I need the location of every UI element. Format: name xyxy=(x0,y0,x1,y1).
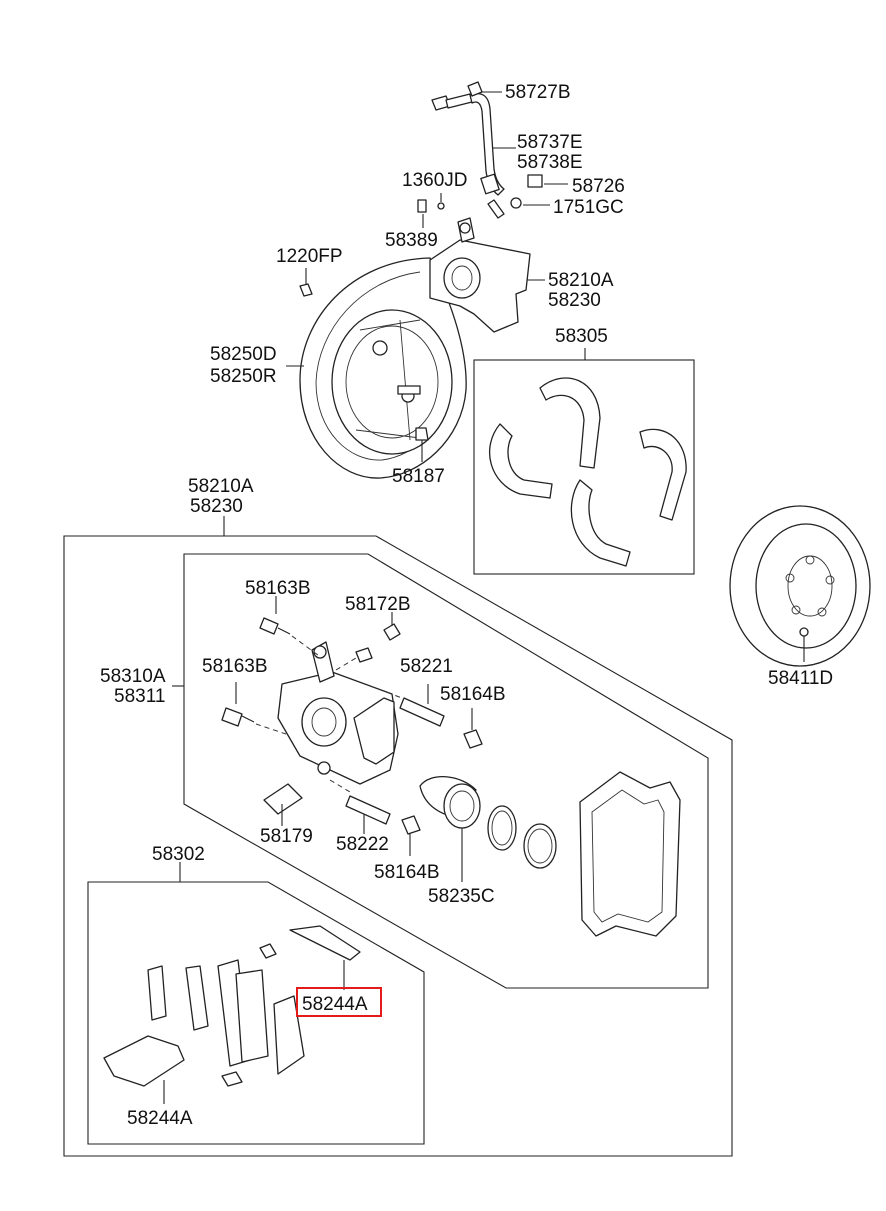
label-58311: 58311 xyxy=(114,686,165,707)
label-58305: 58305 xyxy=(555,326,608,347)
label-58310A: 58310A xyxy=(100,666,166,687)
label-58164B-b: 58164B xyxy=(374,862,440,883)
backing-plate-assembly xyxy=(286,257,467,479)
disc-rotor xyxy=(729,505,871,667)
caliper-bracket xyxy=(579,771,681,937)
label-1360JD: 1360JD xyxy=(402,170,468,191)
label-58244A-highlighted[interactable]: 58244A xyxy=(302,994,368,1015)
caliper-assembly-frame xyxy=(63,516,733,1157)
caliper-body-frame xyxy=(172,553,709,989)
label-58738E: 58738E xyxy=(517,152,583,173)
label-1751GC: 1751GC xyxy=(553,197,624,218)
bolts-pins xyxy=(221,596,483,856)
label-58727B: 58727B xyxy=(505,82,571,103)
caliper-top xyxy=(429,217,545,333)
parking-shoe-kit xyxy=(473,348,695,575)
label-58163B-a: 58163B xyxy=(245,578,311,599)
label-58389: 58389 xyxy=(385,230,438,251)
highlight-box xyxy=(296,987,382,1017)
label-58230-top: 58230 xyxy=(548,290,601,311)
label-58163B-b: 58163B xyxy=(202,656,268,677)
label-58250R: 58250R xyxy=(210,366,277,387)
part-labels: 58727B 58737E 58738E 1360JD 58726 1751GC… xyxy=(100,82,833,1129)
label-58230-mid: 58230 xyxy=(190,496,243,517)
pad-kit xyxy=(87,862,425,1145)
label-58302: 58302 xyxy=(152,844,205,865)
label-58221: 58221 xyxy=(400,656,453,677)
label-58244A-bottom: 58244A xyxy=(127,1108,193,1129)
piston-seals xyxy=(419,775,557,882)
label-58179: 58179 xyxy=(260,826,313,847)
brake-hose-assembly xyxy=(417,81,568,228)
caliper-body xyxy=(277,641,399,785)
label-58210A-mid: 58210A xyxy=(188,476,254,497)
label-58737E: 58737E xyxy=(517,132,583,153)
label-58210A-top: 58210A xyxy=(548,270,614,291)
label-58726: 58726 xyxy=(572,176,625,197)
label-58222: 58222 xyxy=(336,834,389,855)
label-58164B-a: 58164B xyxy=(440,684,506,705)
label-58187: 58187 xyxy=(392,466,445,487)
label-58172B: 58172B xyxy=(345,594,411,615)
label-58250D: 58250D xyxy=(210,344,277,365)
label-58411D: 58411D xyxy=(768,668,833,689)
label-58235C: 58235C xyxy=(428,886,495,907)
label-1220FP: 1220FP xyxy=(276,246,343,267)
